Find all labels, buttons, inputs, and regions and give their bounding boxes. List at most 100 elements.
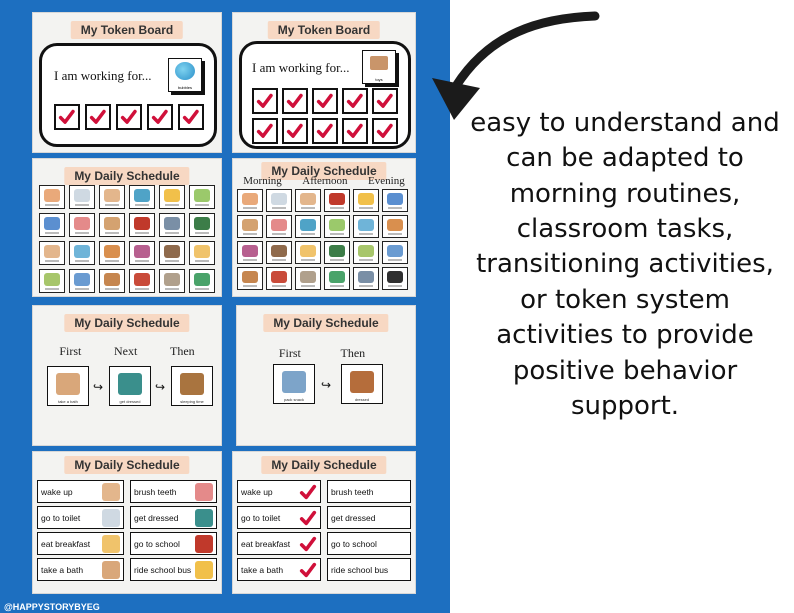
token-check[interactable]	[372, 118, 398, 144]
schedule-tile[interactable]	[39, 269, 65, 293]
schedule-tile[interactable]	[353, 215, 379, 238]
schedule-tile[interactable]	[266, 215, 292, 238]
step-card[interactable]: take a bath	[47, 366, 89, 406]
schedule-tile[interactable]	[129, 213, 155, 237]
token-check[interactable]	[282, 118, 308, 144]
card-title: My Token Board	[267, 21, 381, 39]
schedule-tile[interactable]	[324, 189, 350, 212]
token-check[interactable]	[54, 104, 80, 130]
list-item[interactable]: get dressed	[327, 506, 411, 529]
schedule-tile[interactable]	[39, 213, 65, 237]
list-item[interactable]: ride school bus	[327, 558, 411, 581]
list-item[interactable]: wake up	[37, 480, 124, 503]
schedule-tile[interactable]	[353, 241, 379, 264]
working-for-text: I am working for...	[54, 68, 152, 83]
schedule-tile[interactable]	[324, 215, 350, 238]
checkmark-icon[interactable]	[299, 535, 317, 553]
token-check[interactable]	[116, 104, 142, 130]
schedule-tile[interactable]	[353, 267, 379, 290]
step-card[interactable]: pack snack	[273, 364, 315, 404]
schedule-tile[interactable]	[129, 185, 155, 209]
token-check[interactable]	[147, 104, 173, 130]
checkmark-icon[interactable]	[299, 561, 317, 579]
token-check[interactable]	[372, 88, 398, 114]
schedule-tile[interactable]	[324, 267, 350, 290]
token-check[interactable]	[342, 88, 368, 114]
schedule-tile[interactable]	[159, 269, 185, 293]
list-item[interactable]: ride school bus	[130, 558, 217, 581]
list-schedule-checked-card: My Daily Schedule wake up brush teeth go…	[232, 451, 416, 594]
schedule-tile[interactable]	[382, 241, 408, 264]
list-item[interactable]: wake up	[237, 480, 321, 503]
item-label: ride school bus	[134, 564, 192, 575]
step-card[interactable]: get dressed	[109, 366, 151, 406]
token-check[interactable]	[312, 118, 338, 144]
token-check[interactable]	[312, 88, 338, 114]
item-label: eat breakfast	[41, 538, 91, 549]
token-check[interactable]	[252, 88, 278, 114]
schedule-tile[interactable]	[69, 213, 95, 237]
checkmark-icon[interactable]	[299, 509, 317, 527]
step-label: Next	[114, 344, 138, 358]
schedule-tile[interactable]	[189, 269, 215, 293]
schedule-tile[interactable]	[129, 269, 155, 293]
list-item[interactable]: take a bath	[237, 558, 321, 581]
schedule-tile[interactable]	[159, 241, 185, 265]
schedule-tile[interactable]	[237, 241, 263, 264]
schedule-tile[interactable]	[39, 241, 65, 265]
checkmark-icon[interactable]	[299, 483, 317, 501]
schedule-tile[interactable]	[295, 189, 321, 212]
schedule-tile[interactable]	[324, 241, 350, 264]
list-item[interactable]: go to toilet	[37, 506, 124, 529]
schedule-tile[interactable]	[69, 269, 95, 293]
card-title: My Daily Schedule	[263, 314, 389, 332]
token-check[interactable]	[342, 118, 368, 144]
item-label: get dressed	[134, 512, 179, 523]
schedule-tile[interactable]	[69, 241, 95, 265]
list-item[interactable]: get dressed	[130, 506, 217, 529]
schedule-tile[interactable]	[353, 189, 379, 212]
list-item[interactable]: go to school	[327, 532, 411, 555]
schedule-tile[interactable]	[99, 269, 125, 293]
list-item[interactable]: go to school	[130, 532, 217, 555]
token-check[interactable]	[85, 104, 111, 130]
schedule-tile[interactable]	[159, 185, 185, 209]
schedule-tile[interactable]	[237, 215, 263, 238]
schedule-tile[interactable]	[99, 185, 125, 209]
schedule-tile[interactable]	[266, 267, 292, 290]
schedule-tile[interactable]	[189, 185, 215, 209]
schedule-tile[interactable]	[99, 213, 125, 237]
schedule-tile[interactable]	[295, 241, 321, 264]
list-item[interactable]: eat breakfast	[237, 532, 321, 555]
step-card[interactable]: sleeping time	[171, 366, 213, 406]
token-check[interactable]	[282, 88, 308, 114]
item-label: wake up	[41, 486, 73, 497]
list-item[interactable]: eat breakfast	[37, 532, 124, 555]
token-checks	[252, 88, 398, 144]
schedule-tile[interactable]	[189, 241, 215, 265]
schedule-tile[interactable]	[295, 215, 321, 238]
schedule-tile[interactable]	[69, 185, 95, 209]
schedule-tile-grid	[39, 185, 215, 293]
list-item[interactable]: go to toilet	[237, 506, 321, 529]
list-item[interactable]: brush teeth	[327, 480, 411, 503]
token-check[interactable]	[252, 118, 278, 144]
schedule-tile[interactable]	[129, 241, 155, 265]
schedule-tile[interactable]	[39, 185, 65, 209]
list-item[interactable]: take a bath	[37, 558, 124, 581]
activity-picture	[195, 508, 213, 527]
schedule-tile[interactable]	[159, 213, 185, 237]
schedule-tile[interactable]	[382, 267, 408, 290]
schedule-tile[interactable]	[295, 267, 321, 290]
schedule-tile[interactable]	[382, 215, 408, 238]
token-check[interactable]	[178, 104, 204, 130]
list-item[interactable]: brush teeth	[130, 480, 217, 503]
schedule-tile[interactable]	[99, 241, 125, 265]
schedule-tile[interactable]	[237, 189, 263, 212]
schedule-tile[interactable]	[382, 189, 408, 212]
schedule-tile[interactable]	[189, 213, 215, 237]
schedule-tile[interactable]	[266, 189, 292, 212]
schedule-tile[interactable]	[237, 267, 263, 290]
schedule-tile[interactable]	[266, 241, 292, 264]
step-card[interactable]: dressed	[341, 364, 383, 404]
